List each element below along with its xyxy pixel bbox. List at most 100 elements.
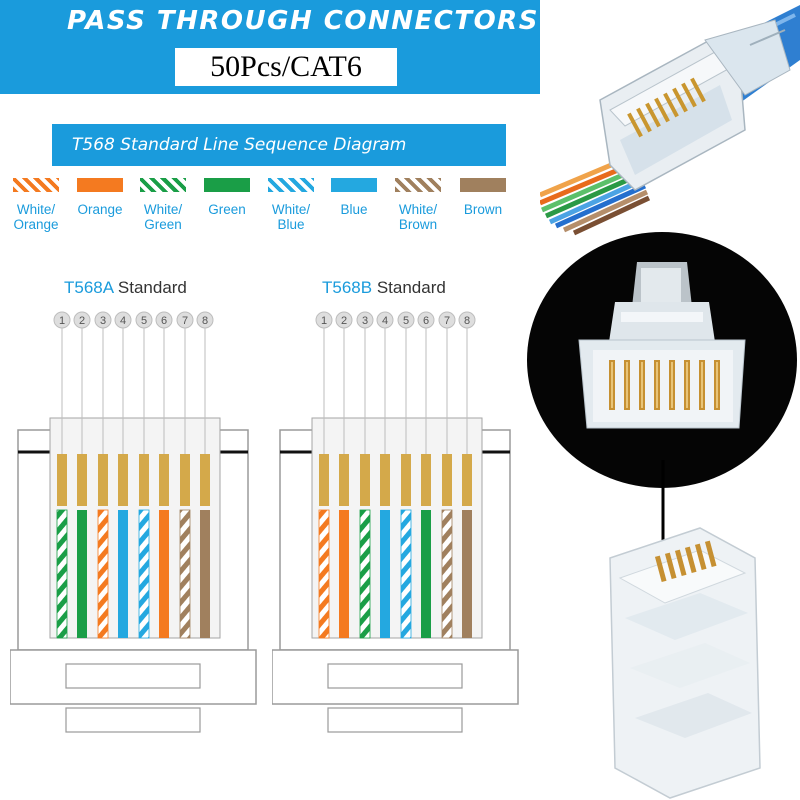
legend-item: Brown [451, 178, 515, 217]
t568b-word: Standard [376, 278, 446, 297]
t568b-wire [421, 510, 431, 638]
t568b-pin-circle [335, 311, 353, 329]
t568a-contact [98, 454, 108, 506]
t568a-pin-number: 1 [59, 315, 65, 327]
t568a-title: T568A Standard [64, 278, 187, 298]
t568b-pin-number: 8 [464, 315, 470, 327]
legend-item: Orange [68, 178, 132, 217]
t568a-contact [200, 454, 210, 506]
t568a-wire [200, 510, 210, 638]
t568a-contact [118, 454, 128, 506]
legend-label: Orange [77, 202, 123, 217]
t568b-pin-number: 5 [403, 315, 409, 327]
t568a-wire [179, 509, 191, 639]
t568b-wire [462, 510, 472, 638]
hero-plug-body [599, 19, 791, 191]
t568b-pin-number: 7 [444, 315, 450, 327]
t568b-contact [462, 454, 472, 506]
t568b-tail [327, 707, 463, 733]
t568a-pin-number: 4 [120, 315, 126, 327]
legend-label: White/ Blue [271, 202, 311, 232]
t568b-pin-circle [397, 311, 415, 329]
t568a-pin-circle [135, 311, 153, 329]
page-title: PASS THROUGH CONNECTORS [67, 6, 539, 36]
t568a-wire [97, 509, 109, 639]
legend-item: White/ Brown [386, 178, 450, 232]
hero-connector-photo [540, 0, 800, 240]
t568b-pin-circle [356, 311, 374, 329]
t568b-code: T568B [322, 278, 373, 297]
legend-label: White/ Brown [398, 202, 438, 232]
t568b-contact [421, 454, 431, 506]
t568a-wire [77, 510, 87, 638]
legend-label: Brown [463, 202, 503, 217]
t568b-wire [380, 510, 390, 638]
legend-swatch [77, 178, 123, 192]
sequence-diagram-title: T568 Standard Line Sequence Diagram [52, 124, 506, 166]
t568a-pin-circle [94, 311, 112, 329]
legend-item: Green [195, 178, 259, 217]
t568b-pin-circle [417, 311, 435, 329]
title-banner: PASS THROUGH CONNECTORS 50Pcs/CAT6 [0, 0, 602, 94]
legend-label: Green [208, 202, 246, 217]
t568a-wire [159, 510, 169, 638]
t568b-wire [400, 509, 412, 639]
t568a-wire [118, 510, 128, 638]
t568b-wire [441, 509, 453, 639]
t568a-pin-number: 2 [79, 315, 85, 327]
t568a-pin-number: 5 [141, 315, 147, 327]
t568a-pin-circle [176, 311, 194, 329]
t568b-pin-number: 2 [341, 315, 347, 327]
t568b-plug-diagram: 1 2 3 4 5 6 7 8 [272, 311, 519, 733]
t568a-wire [56, 509, 68, 639]
t568b-wire [359, 509, 371, 639]
product-subtitle: 50Pcs/CAT6 [175, 48, 397, 86]
t568a-pin-circle [53, 311, 71, 329]
legend-item: White/ Orange [4, 178, 68, 232]
t568b-pin-circle [458, 311, 476, 329]
t568b-pin-number: 4 [382, 315, 388, 327]
t568b-contact [360, 454, 370, 506]
t568b-wire [339, 510, 349, 638]
t568a-code: T568A [64, 278, 114, 297]
t568b-pin-circle [438, 311, 456, 329]
t568a-pin-circle [196, 311, 214, 329]
closeup-connector-photo [578, 262, 746, 429]
legend-swatch [268, 178, 314, 192]
clear-connector-photo [609, 527, 761, 799]
t568b-contact [380, 454, 390, 506]
legend-swatch [460, 178, 506, 192]
t568b-pin-circle [315, 311, 333, 329]
t568b-contact [319, 454, 329, 506]
t568b-contact [442, 454, 452, 506]
color-legend: White/ Orange Orange White/ Green Green Whit… [0, 178, 540, 238]
legend-item: White/ Green [131, 178, 195, 232]
t568a-contact [159, 454, 169, 506]
t568a-pin-circle [155, 311, 173, 329]
legend-swatch [331, 178, 377, 192]
t568b-pin-circle [376, 311, 394, 329]
t568a-pin-number: 8 [202, 315, 208, 327]
t568a-pin-circle [73, 311, 91, 329]
t568a-contact [180, 454, 190, 506]
legend-swatch [204, 178, 250, 192]
t568b-contact [339, 454, 349, 506]
t568b-title: T568B Standard [322, 278, 446, 298]
t568a-contact [77, 454, 87, 506]
t568b-pin-number: 3 [362, 315, 368, 327]
t568a-pin-circle [114, 311, 132, 329]
t568a-contact [139, 454, 149, 506]
t568b-contact [401, 454, 411, 506]
t568a-pin-number: 6 [161, 315, 167, 327]
t568a-tail [65, 707, 201, 733]
legend-label: White/ Orange [13, 202, 59, 232]
t568a-pin-number: 3 [100, 315, 106, 327]
legend-label: White/ Green [143, 202, 183, 232]
t568b-base-slot [327, 663, 463, 689]
legend-item: Blue [322, 178, 386, 217]
legend-swatch [140, 178, 186, 192]
t568b-pin-number: 6 [423, 315, 429, 327]
t568b-pin-number: 1 [321, 315, 327, 327]
t568a-base-slot [65, 663, 201, 689]
